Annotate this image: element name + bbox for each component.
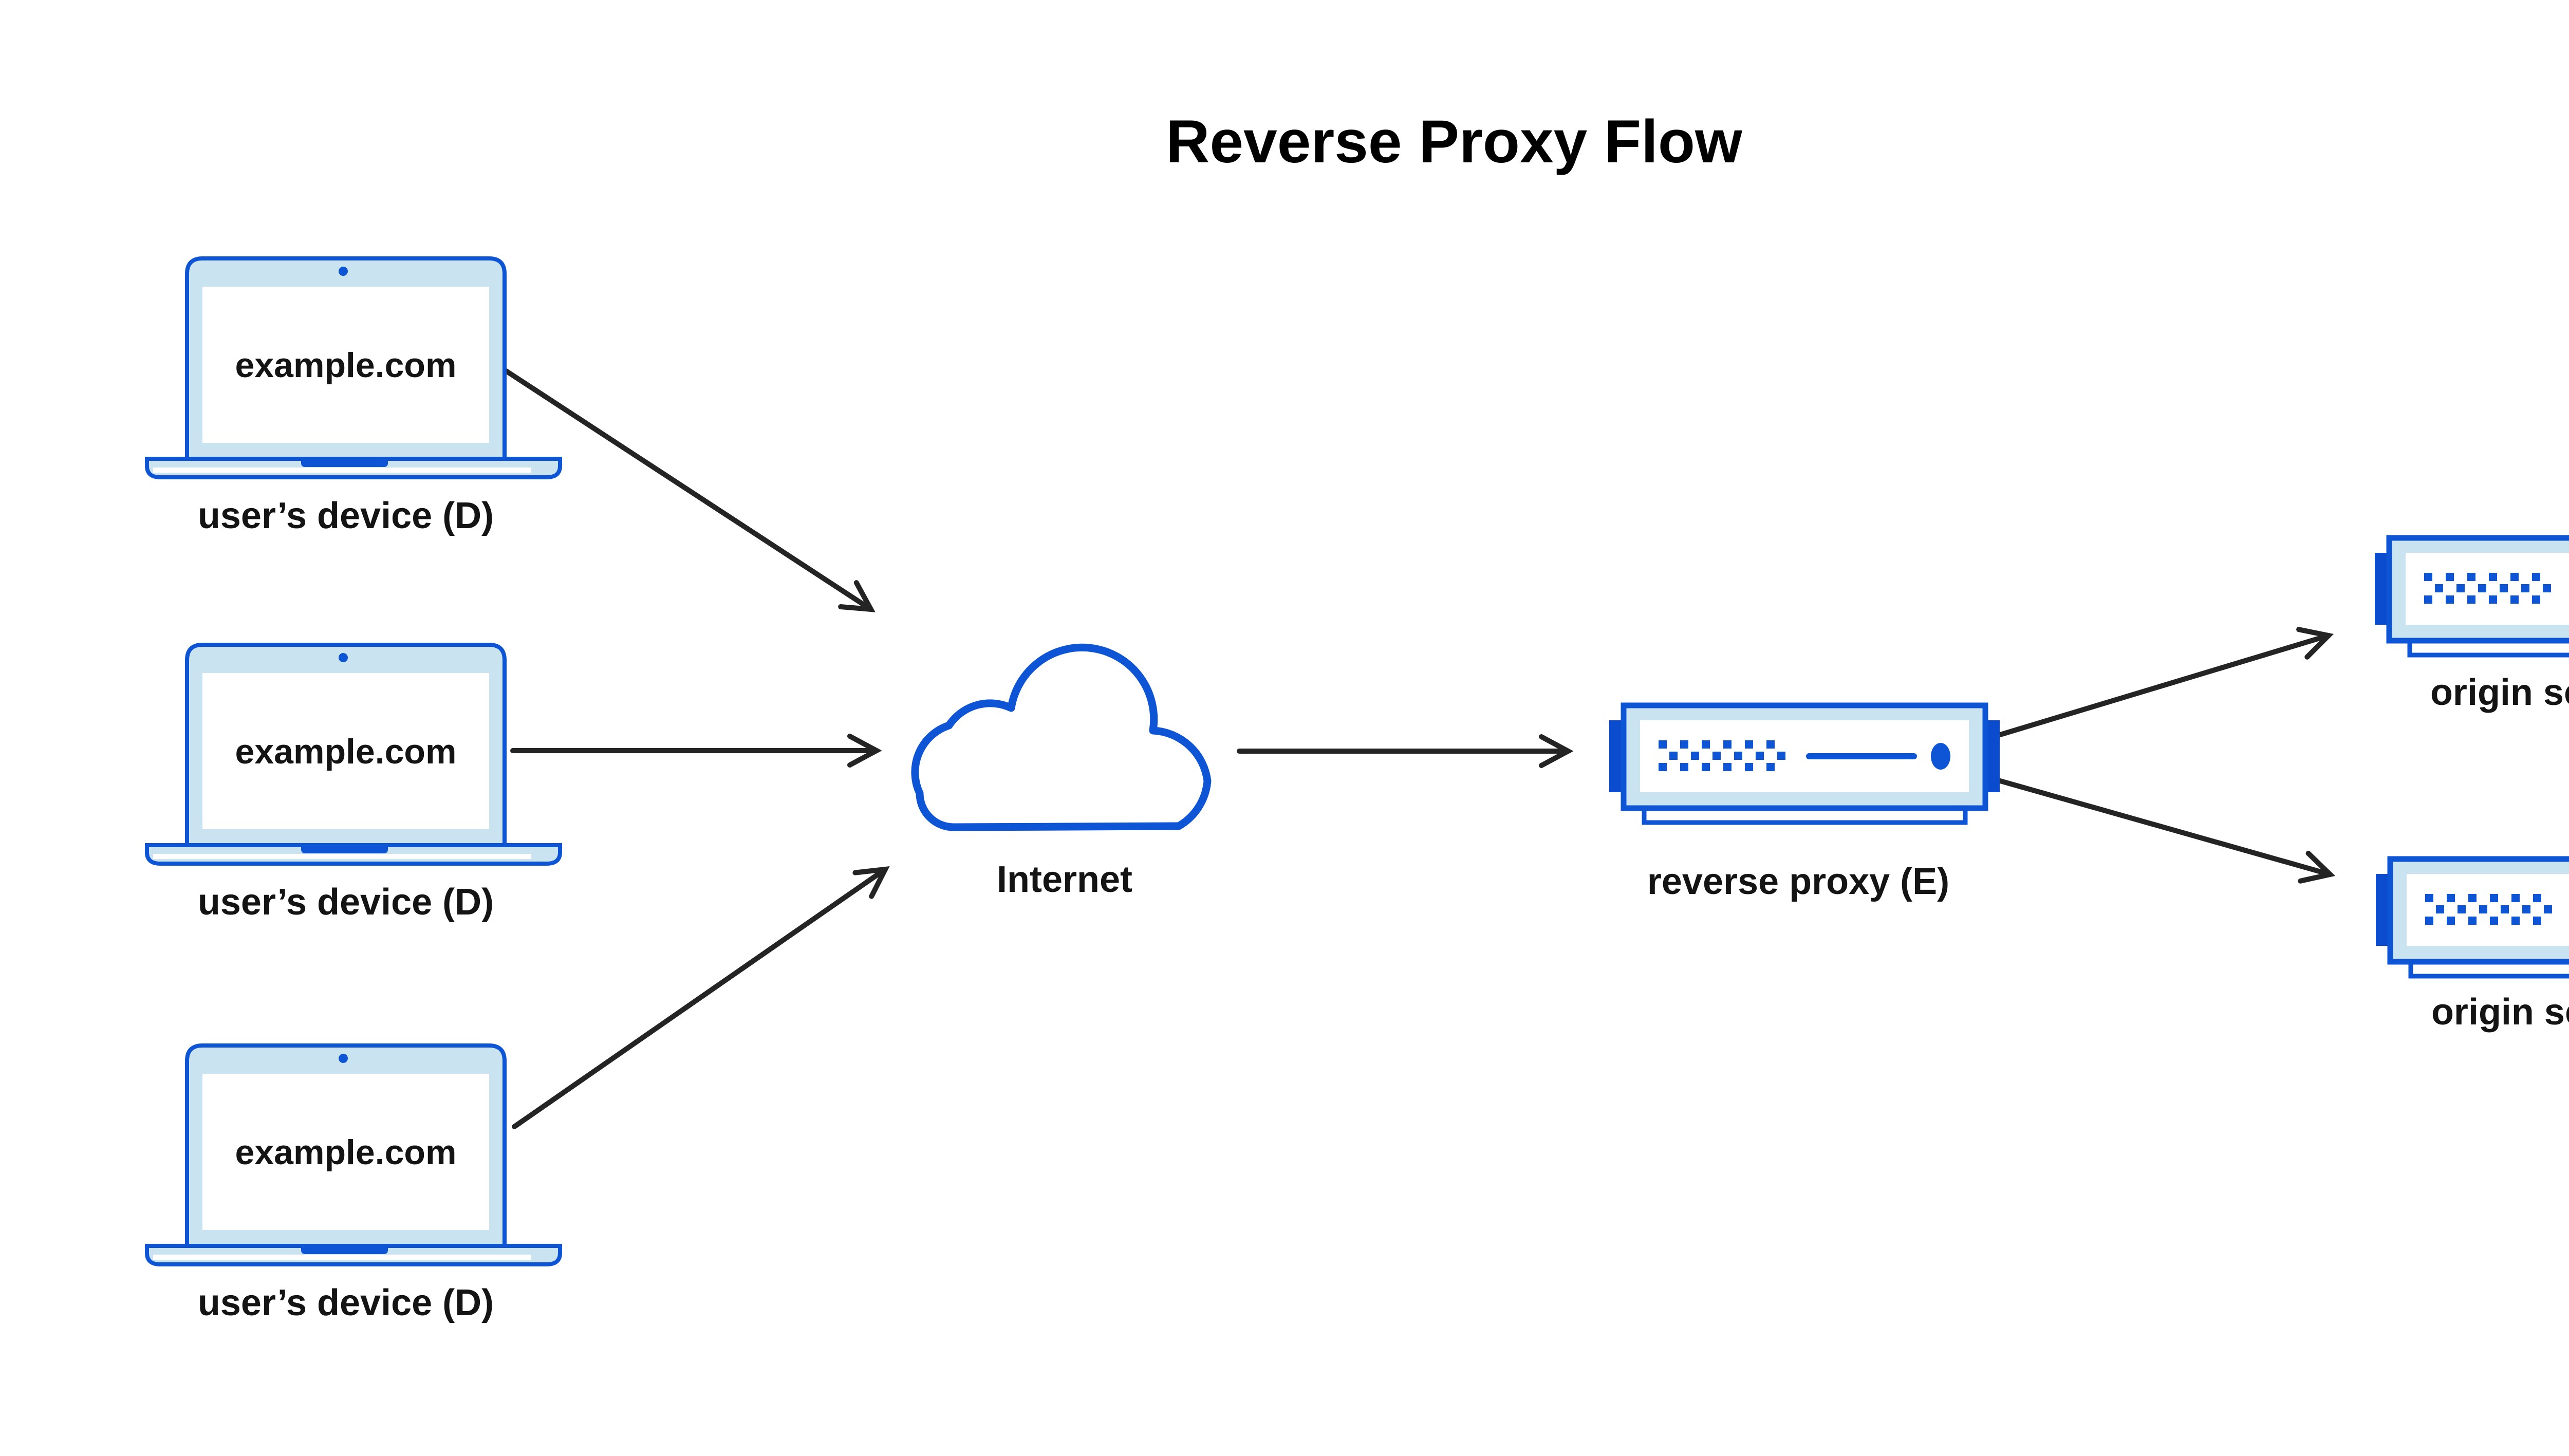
- node-origin-server-1: origin server (F): [2375, 538, 2569, 713]
- node-user-device-2: example.com user’s device (D): [147, 645, 560, 923]
- arrow-device1-to-internet: [504, 368, 876, 612]
- node-internet: Internet: [911, 643, 1212, 900]
- device-screen-text: example.com: [235, 732, 457, 771]
- device-label: user’s device (D): [198, 1282, 494, 1323]
- server-icon: [2375, 538, 2569, 655]
- node-reverse-proxy: reverse proxy (E): [1609, 705, 2000, 902]
- device-label: user’s device (D): [198, 882, 494, 923]
- device-screen-text: example.com: [235, 346, 457, 385]
- node-user-device-1: example.com user’s device (D): [147, 258, 560, 536]
- arrow-proxy-to-origin1: [1998, 627, 2334, 737]
- internet-label: Internet: [997, 859, 1132, 900]
- server-icon: [2376, 859, 2569, 976]
- origin-server-label: origin server (F): [2430, 672, 2569, 713]
- node-origin-server-2: origin server (F): [2376, 859, 2569, 1033]
- flow-arrows: [504, 368, 2336, 1129]
- device-screen-text: example.com: [235, 1133, 457, 1172]
- node-user-device-3: example.com user’s device (D): [147, 1046, 560, 1323]
- origin-server-label: origin server (F): [2431, 992, 2569, 1033]
- reverse-proxy-label: reverse proxy (E): [1647, 861, 1949, 902]
- arrow-proxy-to-origin2: [1998, 778, 2336, 884]
- server-icon: [1609, 705, 2000, 823]
- page-title: Reverse Proxy Flow: [1166, 108, 1743, 176]
- device-label: user’s device (D): [198, 495, 494, 536]
- cloud-icon: [911, 643, 1212, 831]
- arrow-device3-to-internet: [512, 866, 890, 1129]
